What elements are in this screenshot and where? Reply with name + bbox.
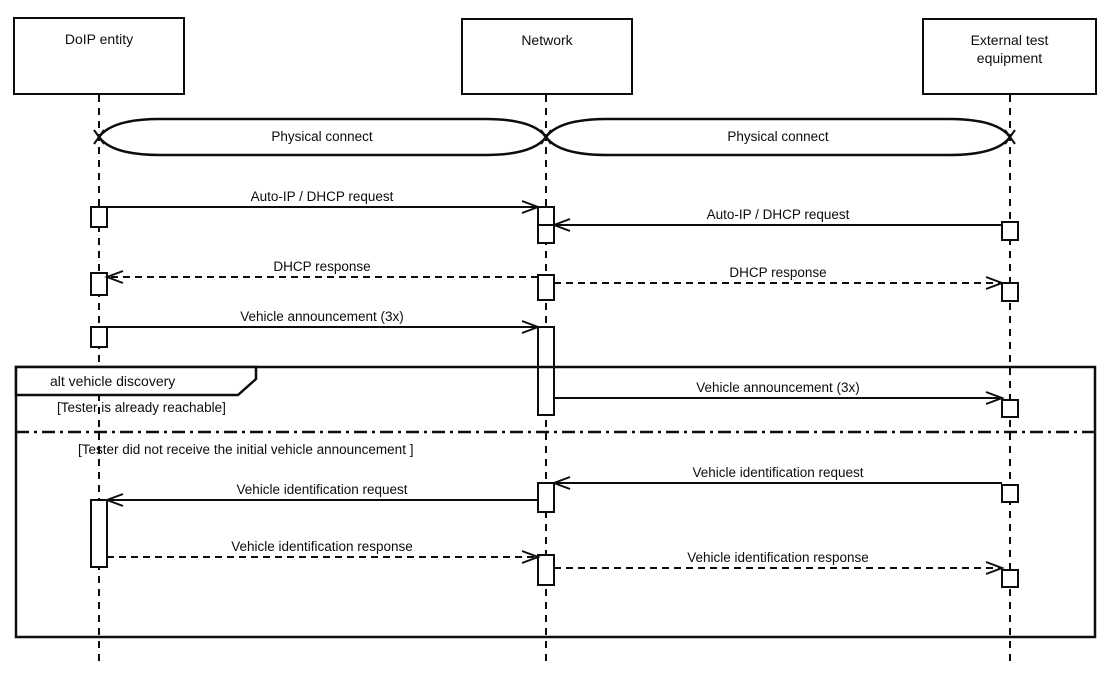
activation-network — [537, 326, 555, 416]
activation-doip — [90, 206, 108, 228]
arrowhead-right-icon — [985, 561, 1005, 575]
actor-box-doip-entity: DoIP entity — [13, 17, 185, 95]
activation-ete — [1001, 221, 1019, 241]
activation-ete — [1001, 569, 1019, 588]
activation-network — [537, 224, 555, 244]
actor-box-network: Network — [461, 18, 633, 95]
message-label: DHCP response — [273, 259, 371, 274]
arrowhead-right-icon — [521, 320, 541, 334]
fragment-border — [14, 365, 1097, 639]
message-label: Auto-IP / DHCP request — [250, 189, 394, 204]
junction-x-icon — [1004, 129, 1016, 145]
fragment-guard-2: [Tester did not receive the initial vehi… — [78, 442, 414, 457]
physical-connect-label-left: Physical connect — [271, 129, 373, 144]
actor-label: External test equipment — [970, 32, 1049, 67]
arrowhead-right-icon — [521, 550, 541, 564]
message-label: Auto-IP / DHCP request — [706, 207, 850, 222]
fragment-operator-tab — [14, 365, 258, 397]
arrowhead-right-icon — [985, 391, 1005, 405]
actor-label: DoIP entity — [64, 31, 134, 47]
activation-ete — [1001, 282, 1019, 302]
activation-doip — [90, 326, 108, 348]
activation-network — [537, 482, 555, 513]
message-arrows — [104, 200, 1005, 575]
activation-boxes — [90, 206, 1019, 588]
arrowhead-left-icon — [104, 493, 124, 507]
arrowhead-right-icon — [521, 200, 541, 214]
fragment-operator-label: alt vehicle discovery — [50, 373, 176, 389]
message-label: Vehicle identification response — [231, 539, 413, 554]
actor-box-external-test-equipment: External test equipment — [922, 18, 1097, 95]
activation-ete — [1001, 399, 1019, 418]
activation-network — [537, 274, 555, 301]
arrowhead-left-icon — [104, 270, 124, 284]
actor-label: Network — [521, 32, 573, 48]
connect-junction-marks — [93, 129, 1016, 145]
message-label: Vehicle announcement (3x) — [240, 309, 404, 324]
fragment-guard-1: [Tester is already reachable] — [57, 400, 226, 415]
activation-ete — [1001, 484, 1019, 503]
arrowhead-left-icon — [551, 218, 571, 232]
activation-network — [537, 554, 555, 586]
message-label: Vehicle identification response — [687, 550, 869, 565]
physical-connect-label-right: Physical connect — [727, 129, 829, 144]
junction-x-icon — [540, 129, 552, 145]
message-label: DHCP response — [729, 265, 827, 280]
message-label: Vehicle identification request — [236, 482, 408, 497]
message-label: Vehicle identification request — [692, 465, 864, 480]
activation-doip — [90, 499, 108, 568]
activation-doip — [90, 272, 108, 296]
arrowhead-left-icon — [551, 476, 571, 490]
alt-fragment-frame — [14, 365, 1097, 639]
message-label: Vehicle announcement (3x) — [696, 380, 860, 395]
junction-x-icon — [93, 129, 105, 145]
activation-network — [537, 206, 555, 226]
physical-connect-shapes — [97, 117, 1012, 157]
arrowhead-right-icon — [985, 276, 1005, 290]
